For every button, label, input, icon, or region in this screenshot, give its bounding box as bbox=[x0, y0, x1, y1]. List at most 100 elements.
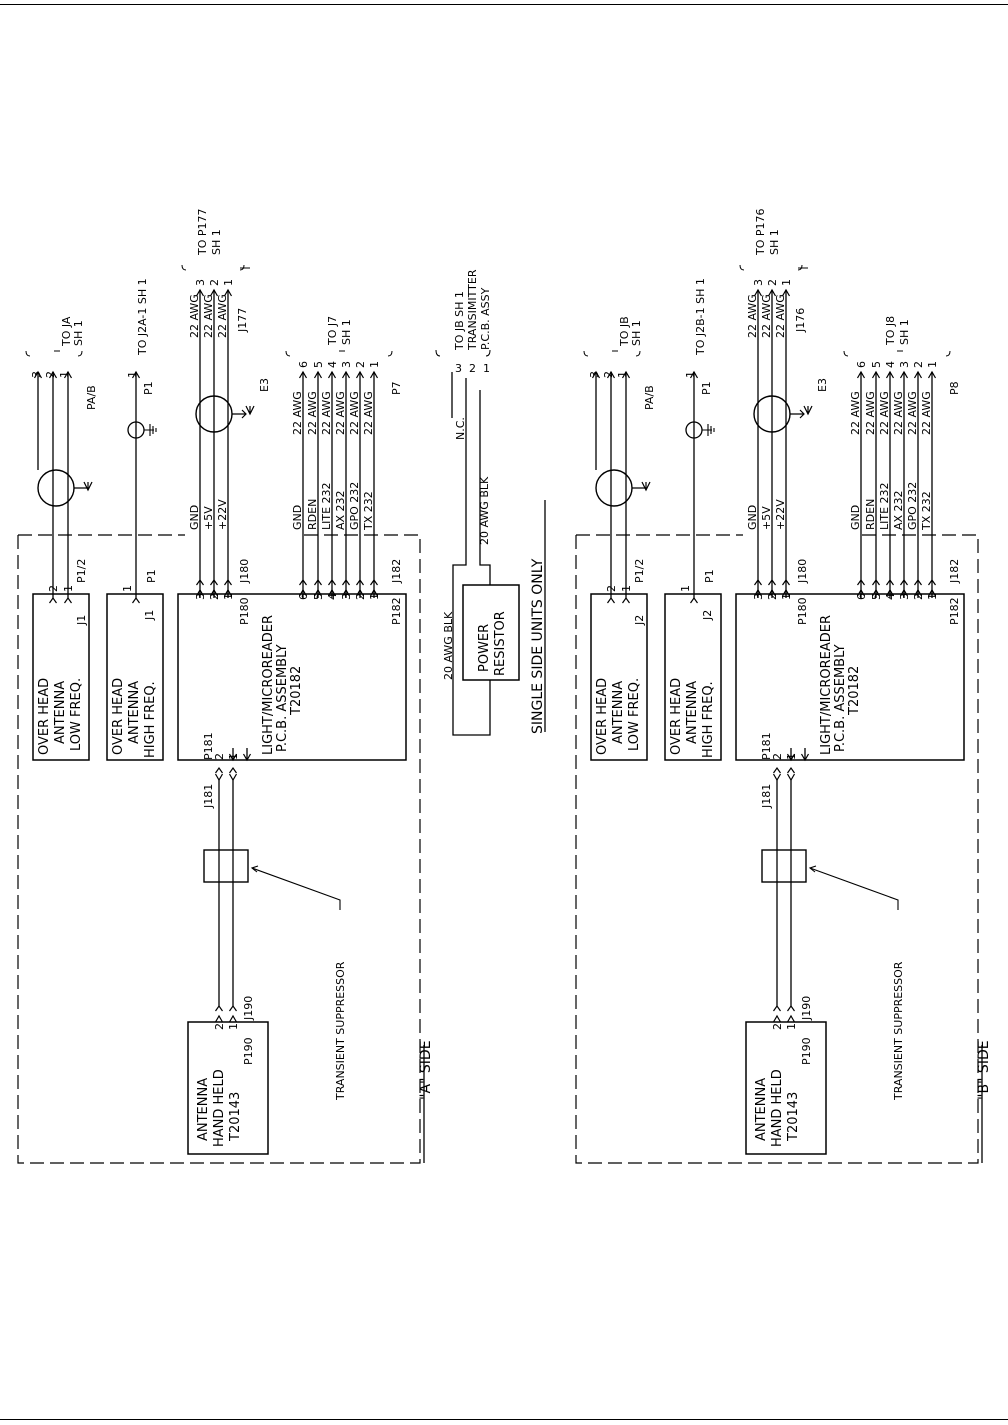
lf-plug-label: P1/2 bbox=[75, 559, 88, 583]
power-wire-label: +22V bbox=[216, 499, 229, 530]
arrow-icon bbox=[927, 588, 937, 597]
antenna-high-freq-label: HIGH FREQ. bbox=[143, 681, 158, 758]
connector-icon bbox=[754, 578, 762, 586]
arrow-icon bbox=[195, 288, 205, 297]
pin-number: 3 bbox=[898, 361, 911, 368]
bracket bbox=[583, 350, 641, 357]
signal-awg-label: 22 AWG bbox=[920, 391, 933, 435]
arrow-icon bbox=[313, 588, 323, 597]
hf-to-label: TO J2A-1 SH 1 bbox=[136, 278, 149, 356]
pin-number: 5 bbox=[312, 361, 325, 368]
pin-number: 2 bbox=[766, 279, 779, 286]
antenna-low-freq-label: ANTENNA bbox=[611, 681, 626, 744]
arrow-icon bbox=[781, 288, 791, 297]
pcb-label: T20182 bbox=[847, 666, 862, 716]
p180-label: P180 bbox=[238, 597, 251, 625]
antenna-high-freq-label: HIGH FREQ. bbox=[701, 681, 716, 758]
signal-wire-label: GND bbox=[849, 505, 862, 530]
side-label: "B" SIDE bbox=[976, 1040, 992, 1100]
connector-icon bbox=[49, 596, 57, 604]
arrow-icon bbox=[767, 588, 777, 597]
pin-number: 3 bbox=[752, 279, 765, 286]
signal-wire-label: AX 232 bbox=[892, 490, 905, 530]
p190-label: P190 bbox=[800, 1037, 813, 1065]
power-awg-label: 22 AWG bbox=[202, 294, 215, 338]
handheld-label: ANTENNA bbox=[196, 1078, 211, 1141]
signal-awg-label: 22 AWG bbox=[906, 391, 919, 435]
arrow-icon bbox=[786, 1014, 796, 1023]
pin-number: 2 bbox=[208, 593, 221, 600]
connector-icon bbox=[900, 578, 908, 586]
j182-label: J182 bbox=[948, 559, 961, 584]
arrow-icon bbox=[621, 370, 631, 379]
arrow-icon bbox=[753, 588, 763, 597]
pin-number: 5 bbox=[870, 593, 883, 600]
single-side-section bbox=[435, 349, 546, 736]
suppressor-label: TRANSIENT SUPPRESSOR bbox=[334, 961, 347, 1101]
single-side-to-2: TRANSIMITTER bbox=[466, 269, 479, 351]
antenna-high-freq-box bbox=[664, 593, 722, 761]
j180-label: J180 bbox=[796, 559, 809, 584]
pin-number: 2 bbox=[771, 753, 784, 760]
signal-wire-label: GPO 232 bbox=[906, 482, 919, 530]
pin-number: 2 bbox=[912, 361, 925, 368]
arrow-icon bbox=[355, 370, 365, 379]
arrow-icon bbox=[341, 588, 351, 597]
pin-number: 2 bbox=[605, 585, 618, 592]
connector-icon bbox=[872, 578, 880, 586]
antenna-low-freq-label: LOW FREQ. bbox=[69, 678, 84, 751]
connector-icon bbox=[857, 578, 865, 586]
pin-number: 2 bbox=[354, 593, 367, 600]
connector-icon bbox=[314, 578, 322, 586]
antenna-low-freq-label: LOW FREQ. bbox=[627, 678, 642, 751]
arrow-icon bbox=[800, 753, 810, 762]
pin-number: 4 bbox=[326, 593, 339, 600]
pin-number: 1 bbox=[222, 279, 235, 286]
signal-wire-label: LITE 232 bbox=[320, 482, 333, 530]
lf-to-label: TO JA bbox=[60, 316, 73, 347]
ground-icon bbox=[83, 481, 93, 492]
p190-label: P190 bbox=[242, 1037, 255, 1065]
connector-icon bbox=[299, 578, 307, 586]
leader-line bbox=[251, 867, 341, 910]
arrow-icon bbox=[131, 370, 141, 379]
pin-number: 1 bbox=[684, 371, 697, 378]
pin-number: 3 bbox=[194, 279, 207, 286]
signal-to-label: SH 1 bbox=[898, 319, 911, 345]
side-label: "A" SIDE bbox=[418, 1040, 434, 1100]
signal-awg-label: 22 AWG bbox=[334, 391, 347, 435]
transient-suppressor-block bbox=[761, 849, 807, 883]
signal-plug-label: P7 bbox=[390, 381, 403, 395]
signal-wire-label: LITE 232 bbox=[878, 482, 891, 530]
arrow-icon bbox=[772, 1014, 782, 1023]
single-side-to-3: P.C.B. ASSY bbox=[479, 287, 492, 350]
pin-number: 2 bbox=[208, 279, 221, 286]
arrow-icon bbox=[786, 773, 796, 782]
connector-icon bbox=[229, 1004, 237, 1012]
arrow-icon bbox=[327, 370, 337, 379]
hf-plug-label: P1 bbox=[703, 569, 716, 583]
suppressor-label: TRANSIENT SUPPRESSOR bbox=[892, 961, 905, 1101]
antenna-low-freq-box bbox=[590, 593, 648, 761]
pin-number: 3 bbox=[340, 361, 353, 368]
e-ref-label: E3 bbox=[816, 378, 829, 392]
p180-label: P180 bbox=[796, 597, 809, 625]
signal-awg-label: 22 AWG bbox=[849, 391, 862, 435]
pin-number: 1 bbox=[58, 371, 71, 378]
antenna-high-freq-label: ANTENNA bbox=[127, 681, 142, 744]
antenna-high-freq-label: OVER HEAD bbox=[669, 678, 684, 755]
pin-3: 3 bbox=[455, 362, 462, 375]
pcb-label: P.C.B. ASSEMBLY bbox=[833, 644, 848, 752]
arrow-icon bbox=[195, 588, 205, 597]
power-conn-label: J177 bbox=[236, 308, 249, 333]
pin-number: 4 bbox=[884, 361, 897, 368]
arrow-icon bbox=[856, 588, 866, 597]
arrow-icon bbox=[913, 370, 923, 379]
arrow-icon bbox=[606, 370, 616, 379]
connector-icon bbox=[328, 578, 336, 586]
leader-arrow-icon bbox=[250, 865, 259, 873]
pin-number: 2 bbox=[44, 371, 57, 378]
arrow-icon bbox=[63, 370, 73, 379]
power-to-label: SH 1 bbox=[768, 229, 781, 255]
